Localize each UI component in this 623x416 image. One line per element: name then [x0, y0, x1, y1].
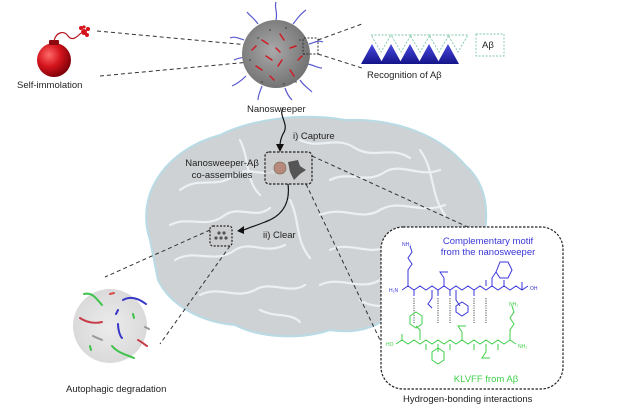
label-self-immolation: Self-immolation	[17, 80, 83, 91]
label-nanosweeper: Nanosweeper	[247, 104, 306, 115]
chem-connector-lines	[305, 155, 471, 341]
label-hbond: Hydrogen-bonding interactions	[403, 394, 533, 405]
bomb-icon	[37, 25, 90, 77]
chem-label-top-h2n: H₂N	[389, 288, 399, 294]
label-clear: ii) Clear	[263, 230, 296, 241]
capture-arrow	[276, 107, 286, 152]
label-abeta: Aβ	[482, 40, 494, 51]
label-complementary-1: Complementary motif	[442, 236, 534, 247]
label-klvff: KLVFF from Aβ	[453, 374, 519, 385]
chem-label-bottom-nh2-2: NH₂	[518, 344, 528, 350]
recognition-connector-lines	[317, 23, 363, 69]
chem-structure-box	[380, 226, 564, 390]
chem-label-top-oh: OH	[530, 286, 538, 292]
chem-label-top-nh2: NH₂	[402, 242, 412, 248]
cleared-box	[209, 225, 233, 247]
autophagic-vesicle	[73, 289, 150, 363]
coassembly-box	[264, 151, 313, 185]
chem-label-bottom-ho: HO	[386, 342, 394, 348]
label-coassembly-2: co-assemblies	[191, 170, 253, 181]
bomb-connector-lines	[96, 30, 251, 77]
zoom-box-surface	[302, 37, 319, 55]
clear-arrow	[237, 183, 290, 234]
vesicle-connector-lines	[104, 229, 231, 345]
abeta-legend-box	[475, 33, 505, 57]
recognition-motif	[361, 33, 505, 64]
label-complementary-2: from the nanosweeper	[440, 247, 536, 258]
label-recognition: Recognition of Aβ	[367, 70, 442, 81]
label-capture: i) Capture	[293, 131, 335, 142]
label-coassembly-1: Nanosweeper-Aβ	[185, 158, 259, 169]
chem-label-bottom-nh2: NH₂	[509, 302, 519, 308]
nanosweeper-particle	[229, 1, 324, 101]
label-autophagic: Autophagic degradation	[66, 384, 167, 395]
